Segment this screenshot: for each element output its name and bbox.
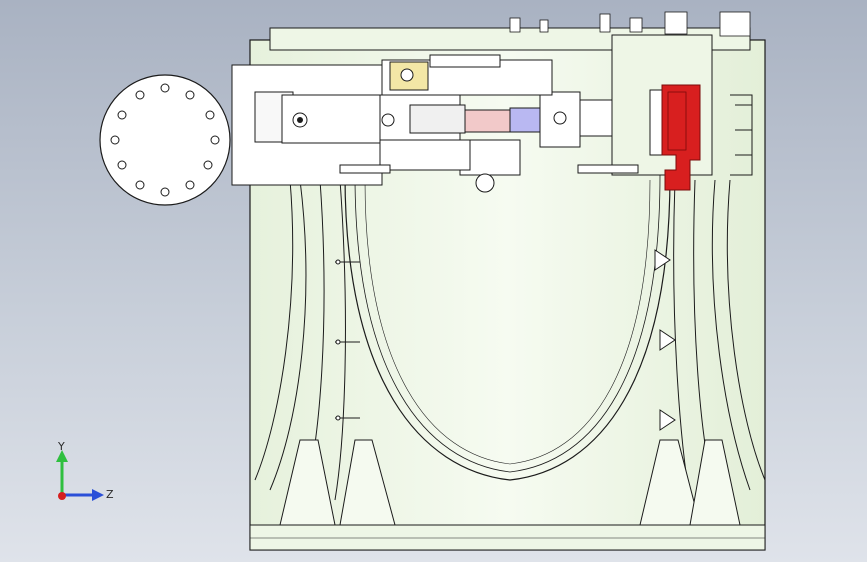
left-flange[interactable] <box>99 74 231 206</box>
z-axis-arrow-icon <box>92 489 104 501</box>
red-clamp[interactable] <box>661 84 701 191</box>
pins-right <box>654 249 676 431</box>
inner-bowl <box>344 174 671 481</box>
bottom-supports <box>279 439 741 526</box>
z-axis-label: Z <box>106 488 114 501</box>
pins-left <box>335 259 360 421</box>
support-plates <box>339 164 639 174</box>
coordinate-triad: Y Z <box>56 440 114 501</box>
y-axis-arrow-icon <box>56 450 68 462</box>
y-axis-label: Y <box>57 440 65 453</box>
actuator-assembly[interactable] <box>231 54 656 193</box>
origin-dot-icon <box>58 492 66 500</box>
